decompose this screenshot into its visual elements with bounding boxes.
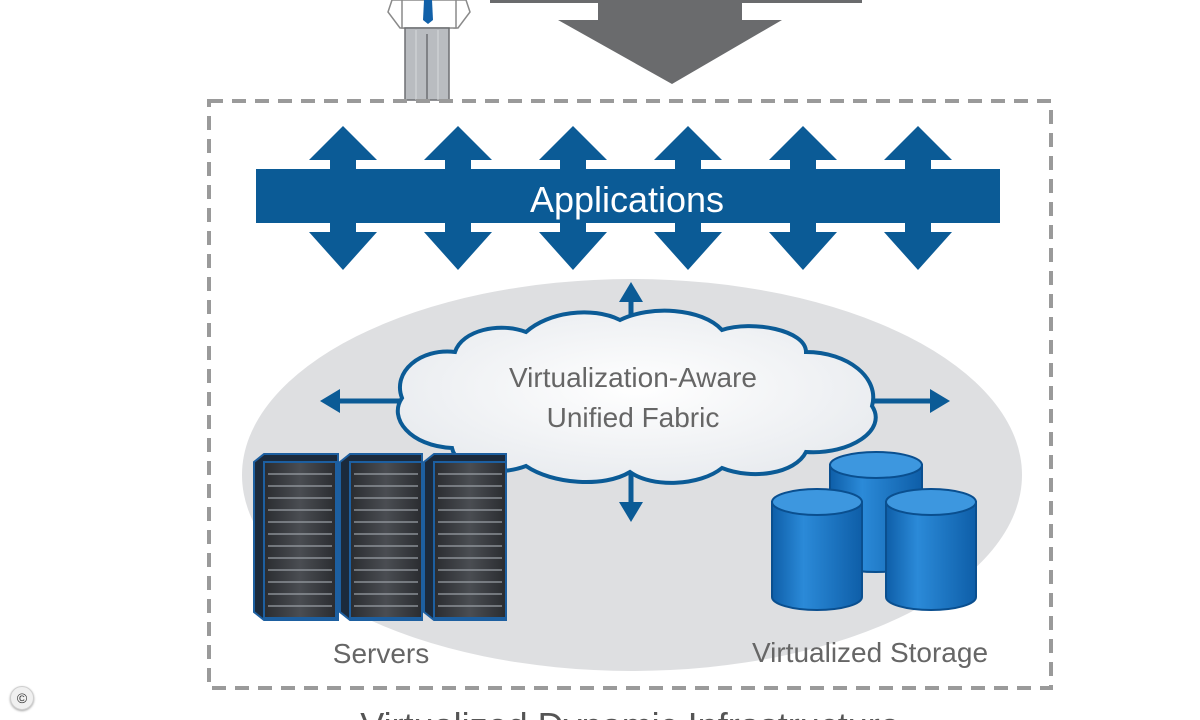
applications-label: Applications: [530, 179, 724, 220]
bottom-caption: Virtualized Dynamic Infrastructure: [360, 705, 900, 720]
applications-arrow-1: [309, 126, 377, 270]
fabric-arrows: [320, 282, 950, 522]
server-rack-2: [339, 453, 423, 621]
applications-arrow-4: [654, 126, 722, 270]
fabric-arrow-left: [320, 389, 402, 413]
fabric-cloud: [395, 308, 878, 485]
servers-label: Servers: [333, 638, 429, 669]
fabric-label-line1: Virtualization-Aware: [509, 362, 757, 393]
server-rack-3: [423, 453, 507, 621]
server-racks: [253, 453, 507, 621]
applications-arrow-5: [769, 126, 837, 270]
storage-cylinder-right: [885, 488, 977, 611]
applications-band: Applications: [256, 126, 1000, 270]
copyright-icon: ©: [10, 686, 34, 710]
infrastructure-dashed-border: [207, 99, 1053, 690]
applications-arrow-2: [424, 126, 492, 270]
storage-cylinder-left: [771, 488, 863, 611]
applications-arrow-6: [884, 126, 952, 270]
fabric-label-line2: Unified Fabric: [547, 402, 720, 433]
fabric-arrow-right: [866, 389, 950, 413]
server-rack-1: [253, 453, 339, 621]
storage-label: Virtualized Storage: [752, 637, 988, 668]
person-figure: [387, 0, 471, 101]
applications-arrow-3: [539, 126, 607, 270]
top-down-arrow: [490, 0, 862, 84]
storage-cylinders: [771, 451, 977, 611]
